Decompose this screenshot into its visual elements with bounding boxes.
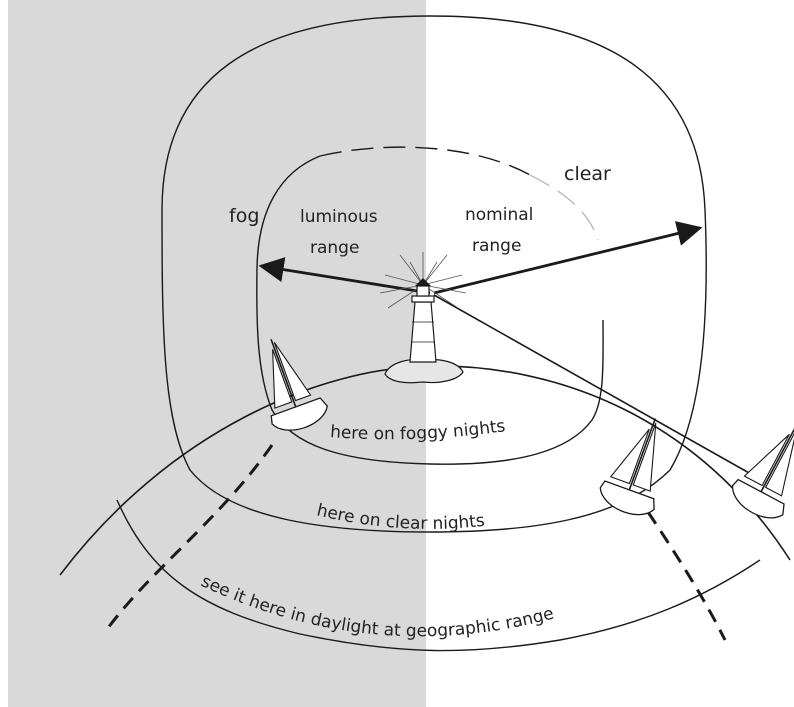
nominal-range-arrow [433,221,703,295]
sightline-left-dashed [103,444,274,633]
clear-panel [426,0,794,707]
sailboat-icon-far [731,424,794,519]
lighthouse-icon [379,252,467,384]
sailboat-icon-left [270,338,328,431]
clear-label: clear [564,163,611,185]
sailboat-icon-middle [599,418,657,516]
luminous-range-label-line1: luminous [300,207,378,227]
sightline-right-dashed [646,511,727,641]
fog-label: fog [229,205,259,227]
fog-range-ring-dashed [319,146,531,176]
luminous-range-label-line2: range [310,238,359,258]
fog-range-ring [256,155,604,465]
geographic-range-line [116,499,761,652]
nominal-range-label-line1: nominal [465,205,533,225]
fog-panel [8,0,426,707]
nominal-range-label-line2: range [472,236,521,256]
sightline-far-boat [433,294,759,479]
luminous-range-arrow [258,257,431,295]
fog-range-ring-faded [529,174,599,241]
clear-range-ring [161,15,707,533]
